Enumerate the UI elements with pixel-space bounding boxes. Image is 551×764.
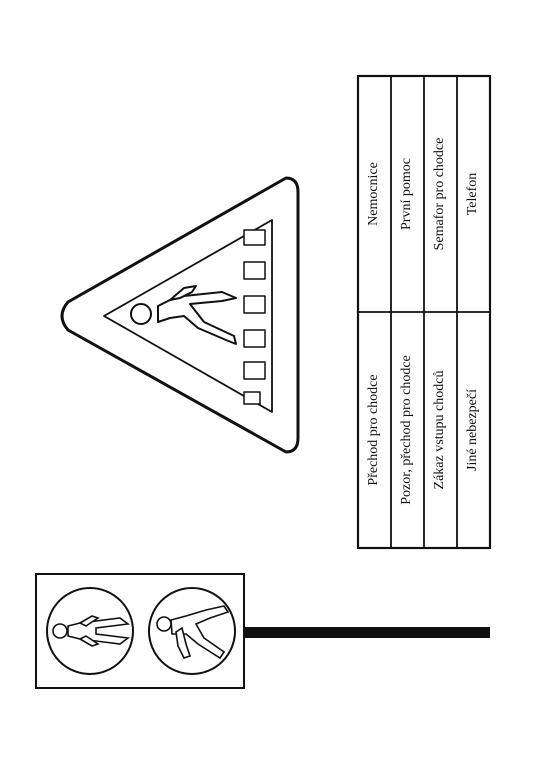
sign-outer-border bbox=[60, 176, 300, 454]
pedestrian-traffic-light-icon bbox=[35, 573, 490, 689]
table-cell-semafor-pro-chodce: Semafor pro chodce bbox=[432, 137, 447, 251]
table-cell-jine-nebezpeci: Jiné nebezpečí bbox=[465, 388, 480, 472]
walking-pedestrian-lens bbox=[148, 587, 236, 675]
table-cell-pozor-prechod-pro-chodce: Pozor, přechod pro chodce bbox=[399, 355, 414, 505]
table-cell-telefon: Telefon bbox=[465, 172, 480, 216]
sign-inner-border bbox=[103, 219, 273, 413]
pedestrian-crossing-warning-sign-icon bbox=[60, 176, 300, 454]
zebra-stripes-icon bbox=[243, 229, 266, 405]
walking-pedestrian-light-icon bbox=[156, 605, 230, 660]
table-cell-zakaz-vstupu-chodcu: Zákaz vstupu chodců bbox=[432, 370, 447, 490]
standing-pedestrian-lens bbox=[46, 587, 134, 675]
table-cell-prechod-pro-chodce: Přechod pro chodce bbox=[366, 374, 381, 486]
labels-table bbox=[356, 74, 492, 550]
walking-pedestrian-icon bbox=[130, 285, 237, 345]
table-cell-prvni-pomoc: První pomoc bbox=[399, 158, 414, 230]
standing-pedestrian-icon bbox=[52, 615, 131, 647]
table-cell-nemocnice: Nemocnice bbox=[366, 162, 381, 226]
traffic-light-pole bbox=[244, 627, 490, 638]
